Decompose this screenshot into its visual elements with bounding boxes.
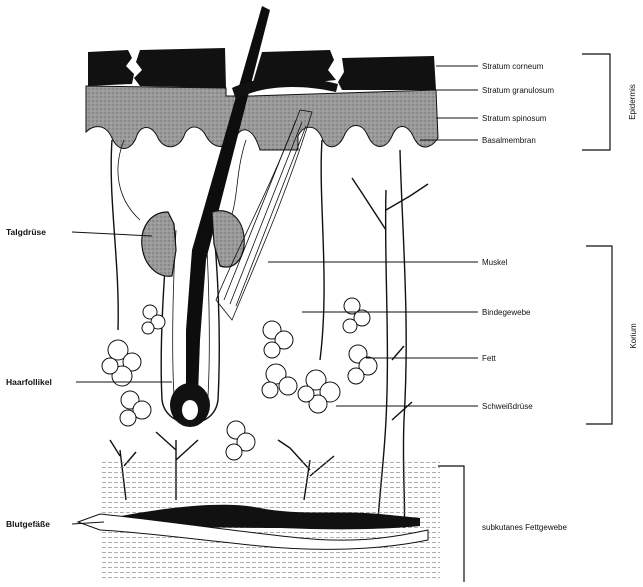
label-subkutanes-fettgewebe: subkutanes Fettgewebe — [482, 523, 567, 532]
hair-papilla — [182, 400, 198, 420]
label-fett: Fett — [482, 354, 497, 363]
epidermis-layers — [86, 48, 438, 150]
stratum-granulosum-layer — [86, 86, 438, 150]
label-muskel: Muskel — [482, 258, 508, 267]
label-bindegewebe: Bindegewebe — [482, 308, 531, 317]
subcutaneous-layer — [78, 462, 440, 582]
sweat-duct-left — [111, 140, 118, 330]
label-schweissdruese: Schweißdrüse — [482, 402, 533, 411]
fat-lobules — [142, 298, 377, 460]
label-talgdruese: Talgdrüse — [6, 227, 46, 237]
stratum-corneum-layer — [134, 48, 226, 88]
label-stratum-granulosum: Stratum granulosum — [482, 86, 554, 95]
leader-talgdruese — [72, 232, 152, 236]
label-korium: Korium — [629, 323, 638, 349]
talgdruese-shape — [142, 212, 176, 276]
stratum-corneum-layer — [88, 50, 134, 86]
label-epidermis: Epidermis — [628, 84, 637, 120]
label-blutgefaesse: Blutgefäße — [6, 519, 50, 529]
label-stratum-corneum: Stratum corneum — [482, 62, 544, 71]
brackets — [438, 54, 612, 582]
label-haarfollikel: Haarfollikel — [6, 377, 52, 387]
label-basalmembran: Basalmembran — [482, 136, 536, 145]
vessel-branch — [352, 178, 428, 420]
korium-bracket — [586, 246, 612, 424]
stratum-corneum-layer — [338, 56, 436, 90]
label-stratum-spinosum: Stratum spinosum — [482, 114, 547, 123]
sweat-duct-right — [320, 140, 324, 360]
subkutis-bracket — [438, 466, 464, 582]
schweissdruese-coil — [102, 340, 340, 426]
epidermis-bracket — [582, 54, 610, 150]
